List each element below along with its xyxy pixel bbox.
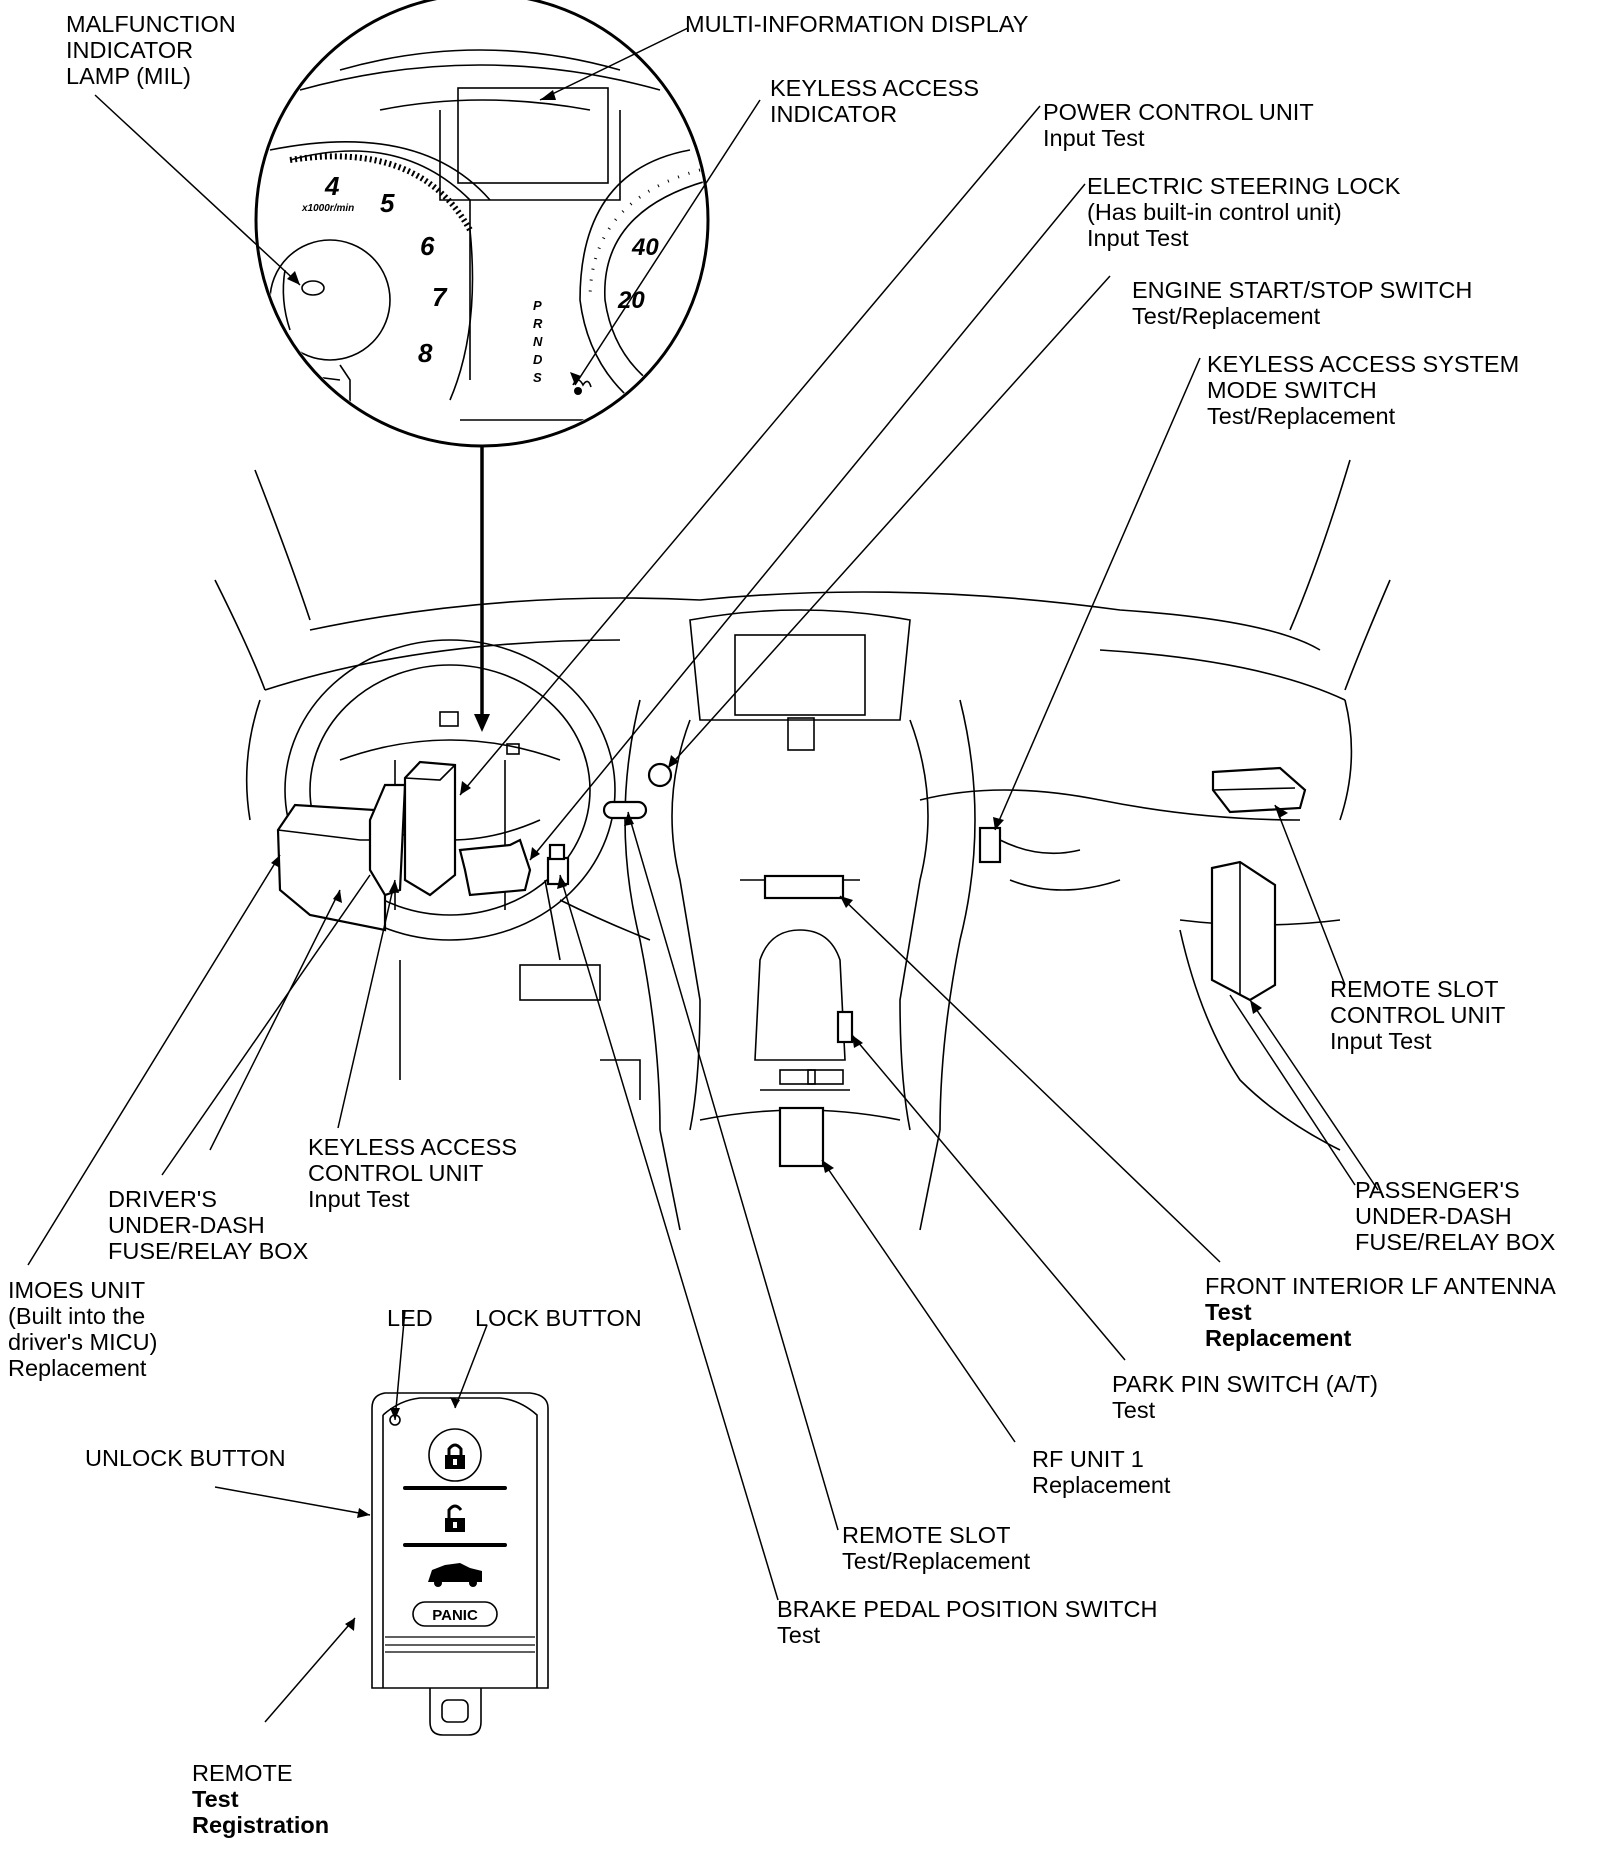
lock-icon bbox=[445, 1443, 465, 1469]
label-pass-fuse-1: PASSENGER'S bbox=[1355, 1177, 1520, 1203]
label-brake-switch-2: Test bbox=[777, 1622, 821, 1648]
label-mode-switch-3: Test/Replacement bbox=[1207, 403, 1396, 429]
label-esl-1: ELECTRIC STEERING LOCK bbox=[1087, 173, 1401, 199]
rf-unit-part bbox=[778, 1106, 825, 1168]
label-rf-unit-2: Replacement bbox=[1032, 1472, 1171, 1498]
label-mid: MULTI-INFORMATION DISPLAY bbox=[685, 11, 1029, 37]
label-esl-3: Input Test bbox=[1087, 225, 1189, 251]
label-keyless-indicator-1: KEYLESS ACCESS bbox=[770, 75, 979, 101]
engine-start-stop-switch-part bbox=[647, 762, 673, 788]
label-imoes-4: Replacement bbox=[8, 1355, 147, 1381]
speed-40: 40 bbox=[631, 234, 659, 261]
label-remote-slot-2: Test/Replacement bbox=[842, 1548, 1031, 1574]
remote-fob: PANIC bbox=[371, 1392, 549, 1736]
label-lf-antenna-3: Replacement bbox=[1205, 1325, 1351, 1351]
label-pcu-1: POWER CONTROL UNIT bbox=[1043, 99, 1314, 125]
label-drv-fuse-1: DRIVER'S bbox=[108, 1186, 217, 1212]
car-icon bbox=[428, 1563, 482, 1587]
trunk-button[interactable] bbox=[428, 1563, 482, 1587]
label-mode-switch-2: MODE SWITCH bbox=[1207, 377, 1377, 403]
tach-5: 5 bbox=[380, 188, 395, 218]
lock-button[interactable] bbox=[428, 1428, 482, 1482]
speed-20: 20 bbox=[617, 287, 645, 314]
label-esl-2: (Has built-in control unit) bbox=[1087, 199, 1342, 225]
label-lock-button: LOCK BUTTON bbox=[475, 1305, 642, 1331]
unlock-icon bbox=[445, 1504, 465, 1532]
dashboard-drawing bbox=[214, 459, 1391, 1231]
label-remote-1: REMOTE bbox=[192, 1760, 293, 1786]
label-keyless-indicator-2: INDICATOR bbox=[770, 101, 897, 127]
label-keyless-cu-1: KEYLESS ACCESS bbox=[308, 1134, 517, 1160]
label-lf-antenna-1: FRONT INTERIOR LF ANTENNA bbox=[1205, 1273, 1556, 1299]
label-pcu-2: Input Test bbox=[1043, 125, 1145, 151]
label-keyless-cu-2: CONTROL UNIT bbox=[308, 1160, 483, 1186]
label-keyless-cu-3: Input Test bbox=[308, 1186, 410, 1212]
drivers-fuse-box-part bbox=[368, 783, 407, 897]
label-mil-3: LAMP (MIL) bbox=[66, 63, 191, 89]
gear-s: S bbox=[533, 370, 542, 385]
keyless-mode-switch-part bbox=[978, 826, 1002, 864]
label-park-pin-2: Test bbox=[1112, 1397, 1156, 1423]
instrument-cluster-inset: 4 x1000r/min 5 6 7 8 40 20 P R N D S bbox=[254, 0, 710, 732]
gear-p: P bbox=[533, 298, 542, 313]
label-pass-fuse-3: FUSE/RELAY BOX bbox=[1355, 1229, 1556, 1255]
gear-r: R bbox=[533, 316, 543, 331]
label-drv-fuse-2: UNDER-DASH bbox=[108, 1212, 265, 1238]
label-pass-fuse-2: UNDER-DASH bbox=[1355, 1203, 1512, 1229]
tach-unit: x1000r/min bbox=[301, 203, 354, 214]
label-remote-3: Registration bbox=[192, 1812, 329, 1838]
multi-information-display bbox=[457, 87, 609, 184]
label-slot-cu-2: CONTROL UNIT bbox=[1330, 1002, 1505, 1028]
label-unlock-button: UNLOCK BUTTON bbox=[85, 1445, 286, 1471]
led-indicator bbox=[389, 1414, 401, 1426]
callout-labels: MALFUNCTION INDICATOR LAMP (MIL) MULTI-I… bbox=[8, 11, 1556, 1838]
panic-label: PANIC bbox=[432, 1607, 478, 1624]
mil-dial bbox=[269, 239, 391, 361]
remote-slot-control-unit-part bbox=[1211, 766, 1307, 814]
label-imoes-2: (Built into the bbox=[8, 1303, 145, 1329]
label-start-stop-2: Test/Replacement bbox=[1132, 303, 1321, 329]
gear-n: N bbox=[533, 334, 543, 349]
label-slot-cu-3: Input Test bbox=[1330, 1028, 1432, 1054]
label-imoes-3: driver's MICU) bbox=[8, 1329, 157, 1355]
gear-d: D bbox=[533, 352, 543, 367]
label-start-stop-1: ENGINE START/STOP SWITCH bbox=[1132, 277, 1472, 303]
leader-lines bbox=[27, 27, 1379, 1723]
label-remote-slot-1: REMOTE SLOT bbox=[842, 1522, 1010, 1548]
label-led: LED bbox=[387, 1305, 433, 1331]
park-pin-switch-part bbox=[836, 1010, 854, 1044]
label-mil-2: INDICATOR bbox=[66, 37, 193, 63]
tach-7: 7 bbox=[432, 282, 448, 312]
keyless-access-control-unit-part bbox=[403, 760, 457, 897]
electric-steering-lock-part bbox=[458, 838, 532, 897]
panic-button[interactable]: PANIC bbox=[412, 1601, 498, 1627]
tach-8: 8 bbox=[418, 338, 433, 368]
label-slot-cu-1: REMOTE SLOT bbox=[1330, 976, 1498, 1002]
label-lf-antenna-2: Test bbox=[1205, 1299, 1252, 1325]
label-imoes-1: IMOES UNIT bbox=[8, 1277, 145, 1303]
label-park-pin-1: PARK PIN SWITCH (A/T) bbox=[1112, 1371, 1378, 1397]
front-interior-lf-antenna-part bbox=[763, 874, 845, 900]
tach-4: 4 bbox=[324, 171, 340, 201]
brake-pedal-position-switch-part bbox=[546, 843, 570, 886]
label-mil-1: MALFUNCTION bbox=[66, 11, 236, 37]
dash-components bbox=[276, 760, 1307, 1168]
unlock-button[interactable] bbox=[445, 1504, 465, 1532]
label-rf-unit-1: RF UNIT 1 bbox=[1032, 1446, 1144, 1472]
label-drv-fuse-3: FUSE/RELAY BOX bbox=[108, 1238, 309, 1264]
remote-slot-part bbox=[602, 800, 648, 820]
label-mode-switch-1: KEYLESS ACCESS SYSTEM bbox=[1207, 351, 1519, 377]
label-brake-switch-1: BRAKE PEDAL POSITION SWITCH bbox=[777, 1596, 1157, 1622]
tach-6: 6 bbox=[420, 231, 435, 261]
passengers-fuse-box-part bbox=[1210, 860, 1277, 1002]
label-remote-2: Test bbox=[192, 1786, 239, 1812]
